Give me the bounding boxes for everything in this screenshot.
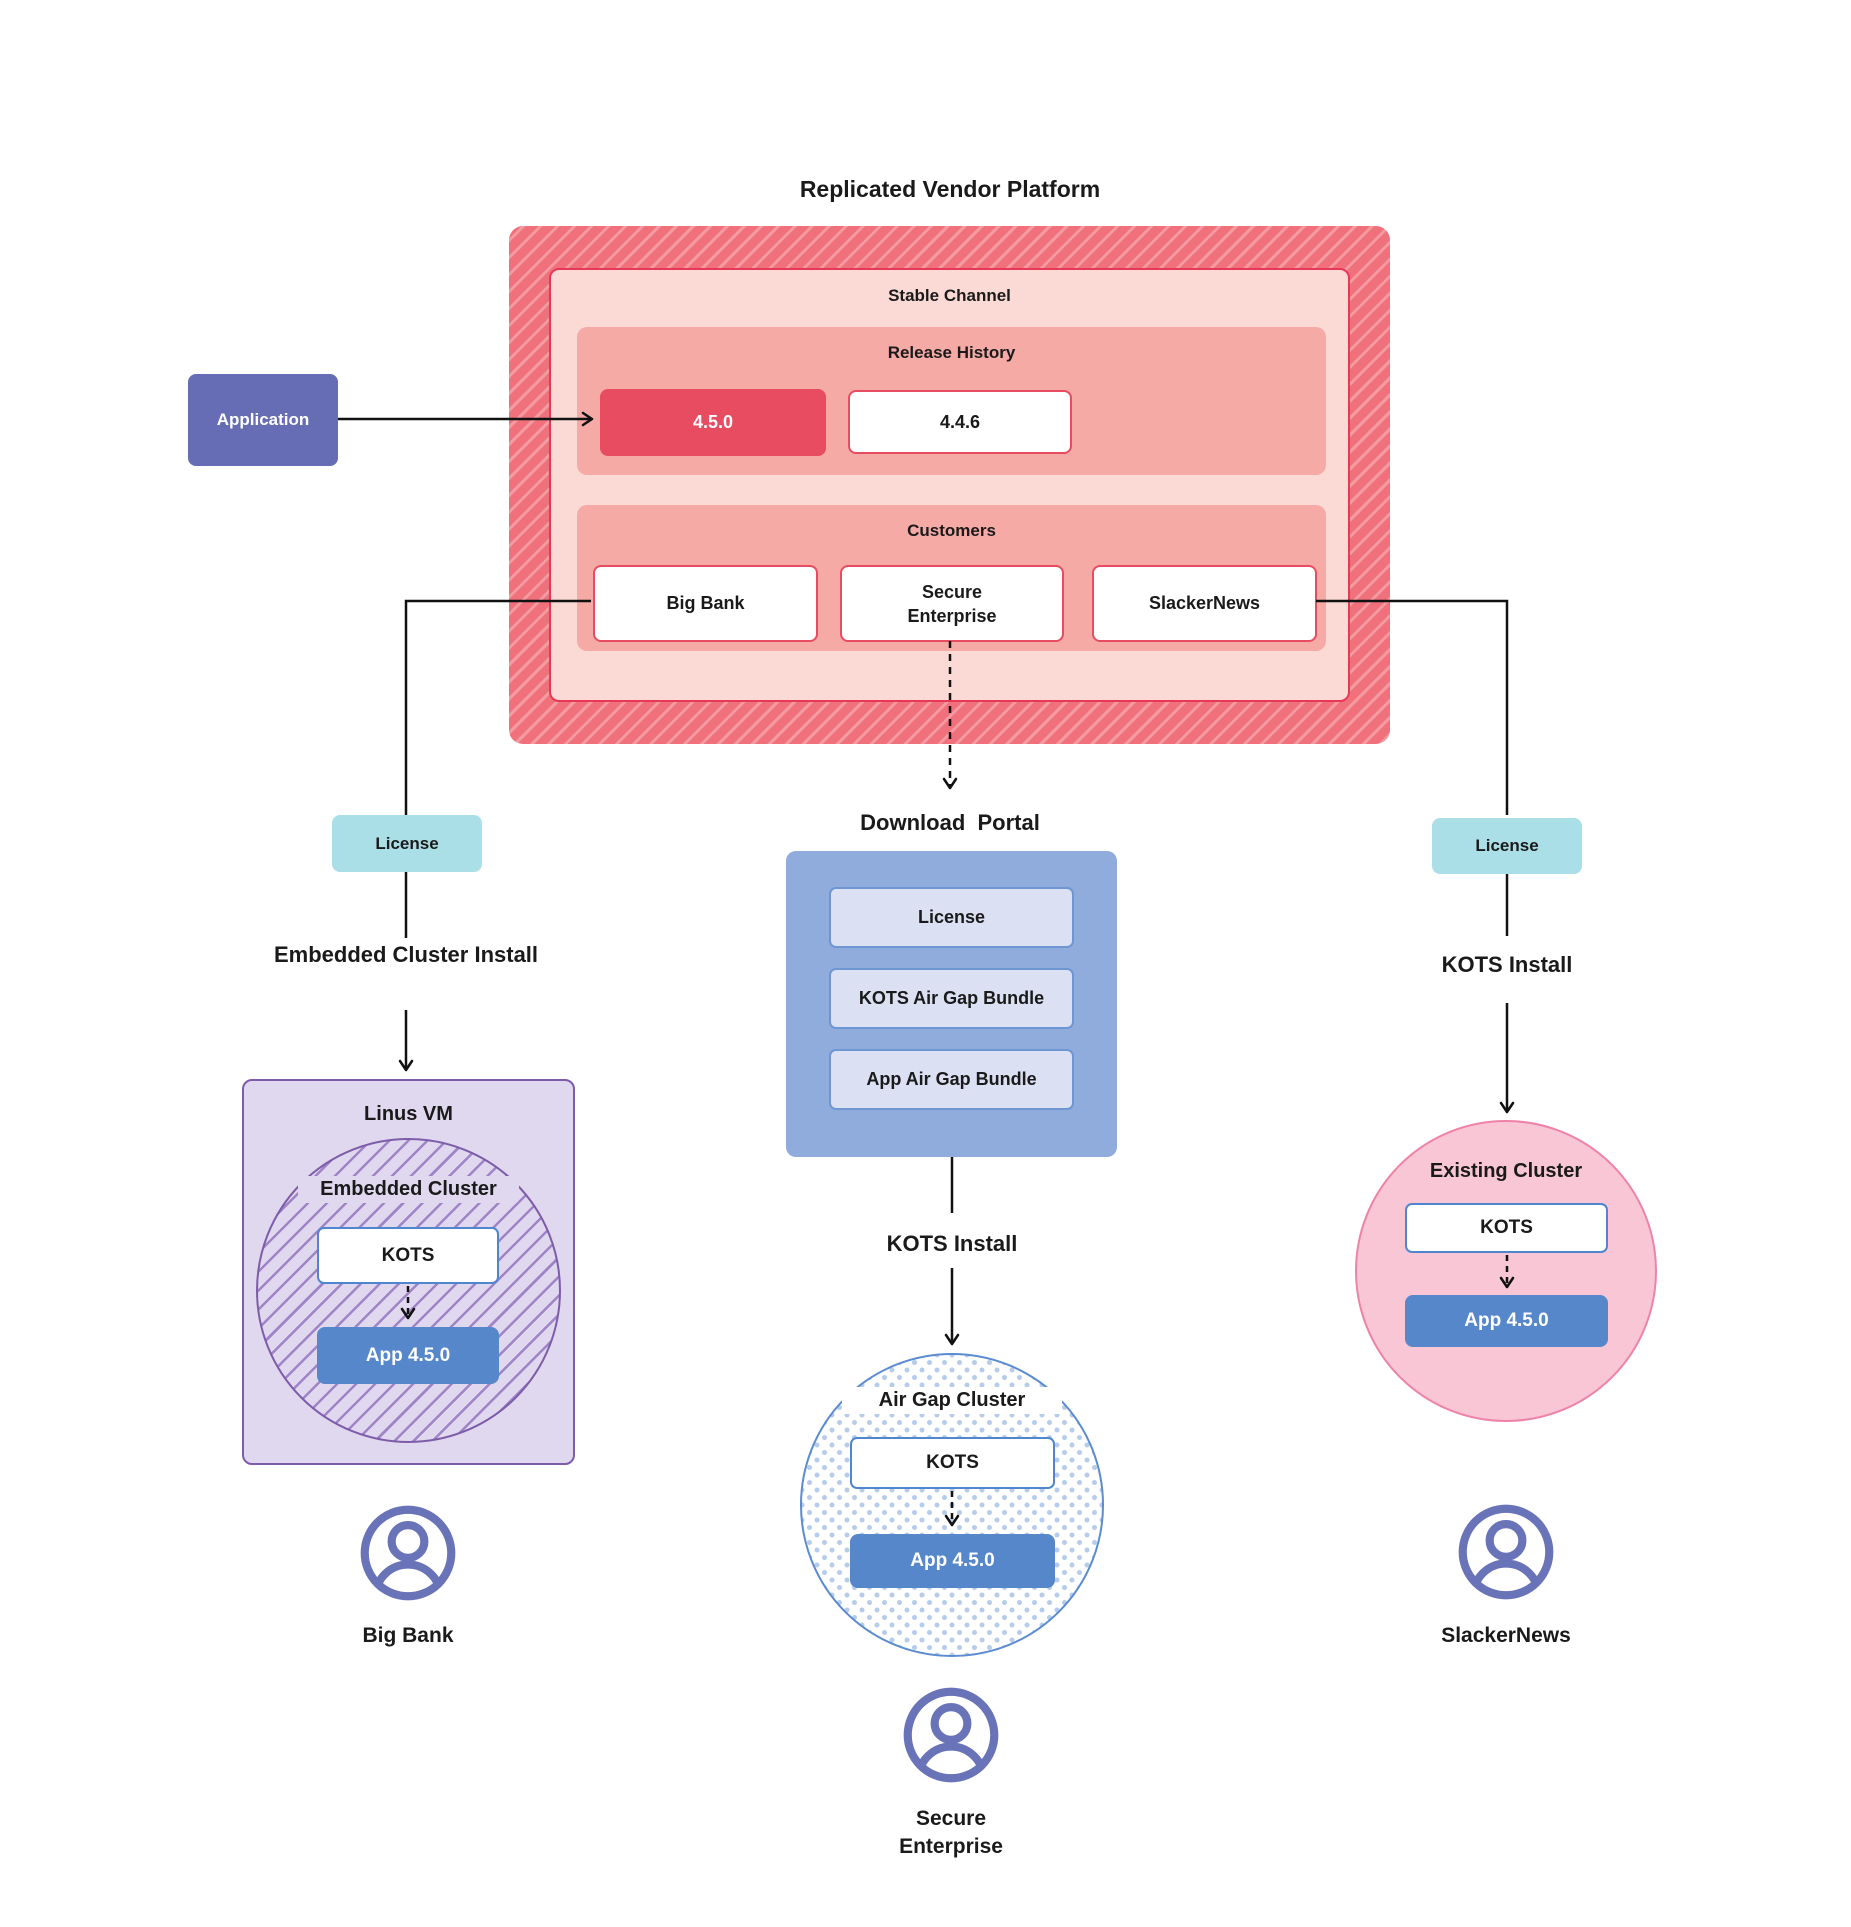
customer-secure-enterprise-label: Secure Enterprise (907, 581, 997, 626)
embedded-cluster-title: Embedded Cluster (298, 1176, 519, 1203)
kots-box-center: KOTS (850, 1437, 1055, 1489)
air-gap-cluster-title: Air Gap Cluster (842, 1387, 1062, 1414)
customer-secure-enterprise: Secure Enterprise (840, 565, 1064, 642)
customer-big-bank: Big Bank (593, 565, 818, 642)
big-bank-user-label: Big Bank (362, 1624, 454, 1647)
page-title: Replicated Vendor Platform (799, 176, 1101, 202)
release-446-box: 4.4.6 (848, 390, 1072, 454)
linus-vm-title: Linus VM (364, 1103, 453, 1125)
secure-enterprise-user-label: Secure Enterprise (899, 1807, 1003, 1858)
application-box: Application (188, 374, 338, 466)
portal-item-app-bundle: App Air Gap Bundle (829, 1049, 1074, 1110)
slackernews-user-icon (1458, 1504, 1554, 1600)
app-box-right: App 4.5.0 (1405, 1295, 1608, 1347)
download-portal-box: License KOTS Air Gap Bundle App Air Gap … (786, 851, 1117, 1157)
big-bank-user-icon (360, 1505, 456, 1601)
license-box-right: License (1432, 818, 1582, 874)
kots-box-left: KOTS (317, 1227, 499, 1284)
portal-item-kots-bundle: KOTS Air Gap Bundle (829, 968, 1074, 1029)
release-450-box: 4.5.0 (600, 389, 826, 456)
kots-install-label-right: KOTS Install (1441, 952, 1573, 977)
release-history-label: Release History (887, 343, 1016, 362)
license-box-left: License (332, 815, 482, 872)
kots-box-right: KOTS (1405, 1203, 1608, 1253)
download-portal-label: Download Portal (860, 810, 1040, 835)
embedded-cluster-install-label: Embedded Cluster Install (273, 942, 539, 967)
slackernews-user-label: SlackerNews (1441, 1624, 1571, 1647)
portal-item-license: License (829, 887, 1074, 948)
kots-install-label-center: KOTS Install (886, 1231, 1018, 1256)
customers-box: Customers Big Bank Secure Enterprise Sla… (577, 505, 1326, 651)
app-box-left: App 4.5.0 (317, 1327, 499, 1384)
stable-channel-box: Stable Channel Release History 4.5.0 4.4… (549, 268, 1350, 702)
customer-slackernews: SlackerNews (1092, 565, 1317, 642)
stable-channel-label: Stable Channel (888, 286, 1011, 305)
app-box-center: App 4.5.0 (850, 1534, 1055, 1588)
secure-enterprise-user-icon (903, 1687, 999, 1783)
release-history-box: Release History 4.5.0 4.4.6 (577, 327, 1326, 475)
existing-cluster-title: Existing Cluster (1429, 1160, 1583, 1182)
customers-label: Customers (907, 521, 996, 540)
